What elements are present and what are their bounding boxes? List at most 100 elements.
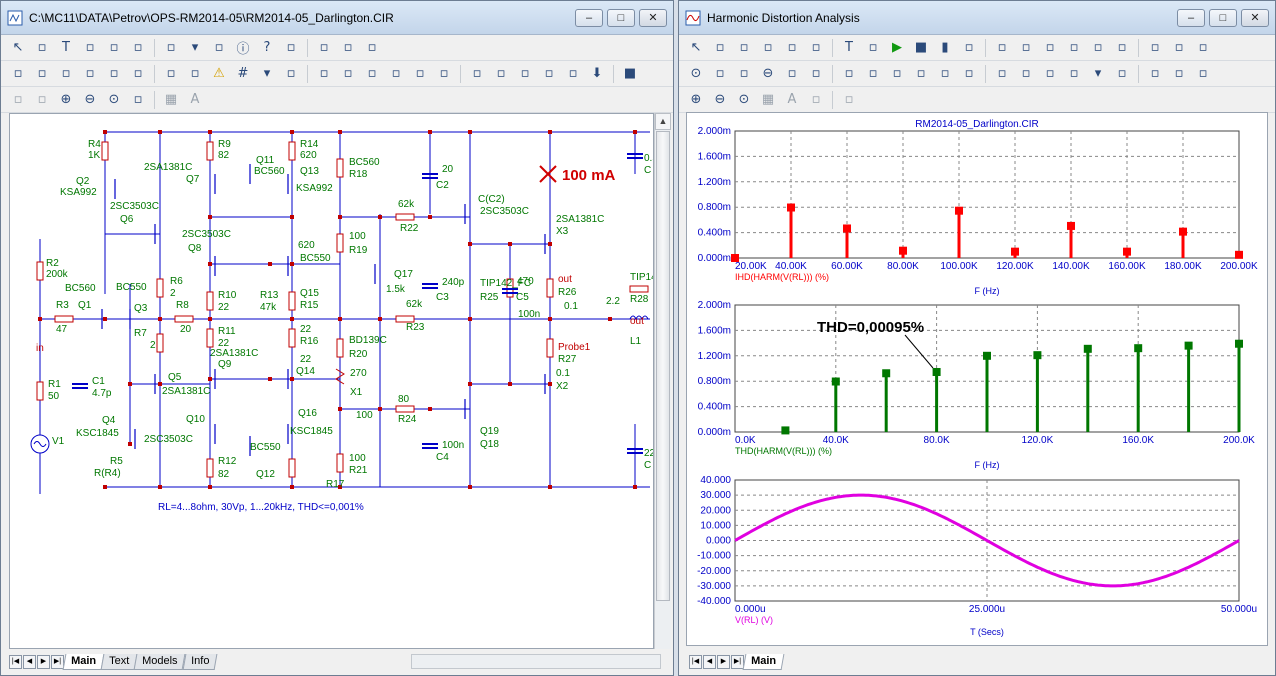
copy-icon[interactable]: ▫ [166,40,176,55]
dropdown-icon[interactable]: ▾ [263,66,271,81]
inflection-icon[interactable]: ▫ [916,66,926,81]
wire-icon[interactable]: ▫ [37,40,47,55]
window-icon[interactable]: ▫ [1174,40,1184,55]
text-icon[interactable]: T [62,40,70,55]
page-icon[interactable]: ▫ [787,40,797,55]
schematic-horizontal-scrollbar[interactable] [411,654,661,669]
pin-names-icon[interactable]: ▫ [61,66,71,81]
tab-info[interactable]: Info [182,654,218,670]
trace4-icon[interactable]: ▫ [1150,40,1160,55]
copy-grey-icon[interactable]: ▫ [13,92,23,107]
tab-models[interactable]: Models [133,654,187,670]
find-next-icon[interactable]: ▫ [544,66,554,81]
select-icon[interactable]: ▫ [715,40,725,55]
close-button[interactable]: ✕ [1241,9,1269,27]
page-icon[interactable]: ▫ [1117,66,1127,81]
high-icon[interactable]: ▫ [868,66,878,81]
grid-menu-icon[interactable]: ▦ [164,92,178,107]
pin-icon[interactable]: ▫ [37,66,47,81]
tab-main[interactable]: Main [62,654,105,670]
minus-icon[interactable]: ⊖ [762,66,774,81]
box2-icon[interactable]: ▫ [1045,40,1055,55]
schematic-titlebar[interactable]: C:\MC11\DATA\Petrov\OPS-RM2014-05\RM2014… [1,1,673,35]
trace-icon[interactable]: ▫ [1069,40,1079,55]
step-icon[interactable]: ▫ [763,40,773,55]
next-page-icon[interactable]: ▶ [717,655,730,669]
trace3-icon[interactable]: ▫ [1117,40,1127,55]
page-icon[interactable]: ▫ [286,66,296,81]
properties-icon[interactable]: ▫ [367,40,377,55]
find-icon[interactable]: ▫ [520,66,530,81]
trace2-icon[interactable]: ▫ [1093,40,1103,55]
scale-icon[interactable]: ▫ [739,40,749,55]
stop-icon[interactable]: ■ [914,40,928,55]
paste-grey-icon[interactable]: ▫ [844,92,854,107]
mesh-icon[interactable]: ▫ [1174,66,1184,81]
pen-icon[interactable]: ▫ [85,40,95,55]
zoom-fit-icon[interactable]: ⊙ [690,66,702,81]
zoom-y-icon[interactable]: ▫ [739,66,749,81]
minimize-button[interactable]: – [1177,9,1205,27]
properties-icon[interactable]: ▫ [868,40,878,55]
network-icon[interactable]: ▫ [286,40,296,55]
data-icon[interactable]: ▫ [1150,66,1160,81]
prev-page-icon[interactable]: ◀ [703,655,716,669]
box-icon[interactable]: ▫ [1021,40,1031,55]
analysis-titlebar[interactable]: Harmonic Distortion Analysis – □ ✕ [679,1,1275,35]
f-icon[interactable]: ▫ [811,40,821,55]
text-align-icon[interactable]: ▫ [391,66,401,81]
flip-icon[interactable]: ▫ [472,66,482,81]
warning-icon[interactable]: ⚠ [213,66,225,81]
maximize-button[interactable]: □ [607,9,635,27]
notepad-icon[interactable]: ▫ [787,66,797,81]
zoom-in-icon[interactable]: ⊕ [690,92,702,107]
top-icon[interactable]: ▫ [1021,66,1031,81]
schema-icon[interactable]: ▫ [367,66,377,81]
global-low-icon[interactable]: ▫ [997,66,1007,81]
box-icon[interactable]: ▫ [415,66,425,81]
schematic-canvas[interactable]: 100 mA RL=4...8ohm, 30Vp, 1...20kHz, THD… [9,113,654,649]
node-numbers-icon[interactable]: ▫ [13,66,23,81]
page2-icon[interactable]: ▫ [319,66,329,81]
clipboard-icon[interactable]: ▫ [1069,66,1079,81]
print-icon[interactable]: ▫ [133,92,143,107]
first-page-icon[interactable]: |◀ [689,655,702,669]
dropdown-icon[interactable]: ▾ [191,40,199,55]
close-button[interactable]: ✕ [639,9,667,27]
valley-icon[interactable]: ▫ [844,66,854,81]
text-size-icon[interactable]: A [190,92,200,107]
tab-text[interactable]: Text [100,654,138,670]
zoom-in-icon[interactable]: ⊕ [60,92,72,107]
dropdown-icon[interactable]: ▾ [1094,66,1102,81]
arrows-icon[interactable]: ▫ [133,66,143,81]
text-size-icon[interactable]: A [787,92,797,107]
zoom-out-icon[interactable]: ⊖ [714,92,726,107]
down-icon[interactable]: ⬇ [591,66,603,81]
grid-dots-icon[interactable]: # [237,66,249,81]
bottom-icon[interactable]: ▫ [1045,66,1055,81]
pin-connect-icon[interactable]: ▫ [343,66,353,81]
switch-icon[interactable]: ▫ [109,66,119,81]
zoom-out-icon[interactable]: ⊖ [84,92,96,107]
maximize-button[interactable]: □ [1209,9,1237,27]
help-icon[interactable]: ? [263,40,271,55]
zoom-x-icon[interactable]: ▫ [715,66,725,81]
page3-icon[interactable]: ▫ [568,66,578,81]
pause-icon[interactable]: ▮ [941,40,949,55]
ground-icon[interactable]: ▫ [85,66,95,81]
arrow-icon[interactable]: ↖ [12,40,24,55]
rotate-icon[interactable]: ▫ [439,66,449,81]
schematic-window[interactable]: C:\MC11\DATA\Petrov\OPS-RM2014-05\RM2014… [0,0,674,676]
global-high-icon[interactable]: ▫ [964,66,974,81]
peak-icon[interactable]: ▫ [811,66,821,81]
text-icon[interactable]: T [845,40,853,55]
chart-icon[interactable]: ▫ [319,40,329,55]
paste-grey-icon[interactable]: ▫ [37,92,47,107]
run-icon[interactable]: ▶ [892,40,902,55]
voltage-icon[interactable]: ▫ [166,66,176,81]
low-icon[interactable]: ▫ [892,66,902,81]
copy-grey-icon[interactable]: ▫ [811,92,821,107]
zoom-fit-icon[interactable]: ⊙ [738,92,750,107]
minimize-button[interactable]: – [575,9,603,27]
